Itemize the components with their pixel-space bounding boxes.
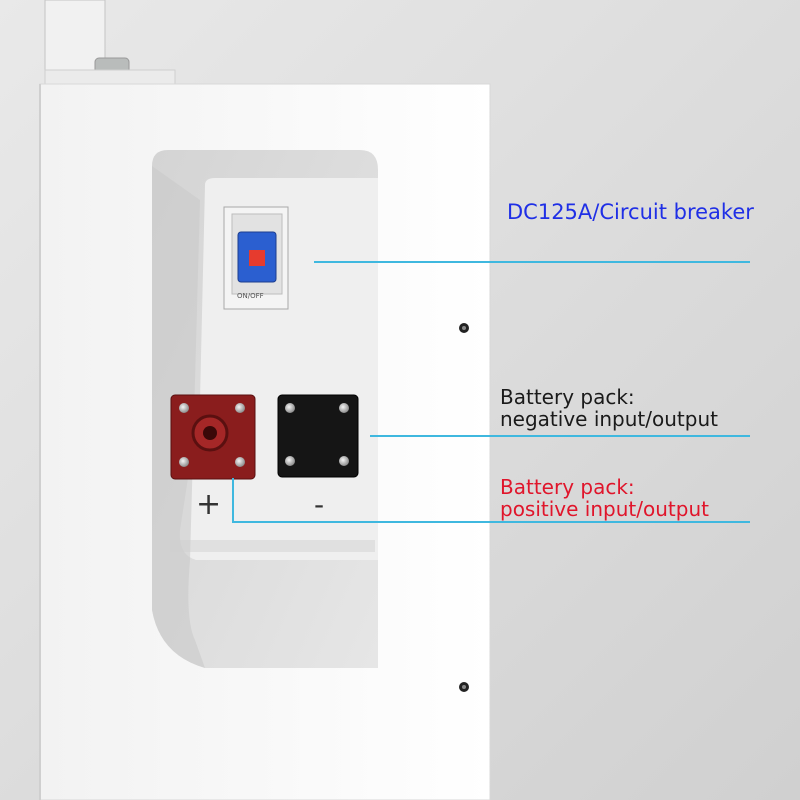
positive-bolt — [179, 403, 189, 413]
positive-label-line2: positive input/output — [500, 497, 709, 521]
positive-label: Battery pack: positive input/output — [500, 476, 709, 520]
positive-label-line1: Battery pack: — [500, 475, 635, 499]
switch-label: ON/OFF — [237, 292, 264, 300]
plus-sign: + — [196, 487, 222, 522]
breaker-indicator — [249, 250, 265, 266]
negative-bolt — [285, 403, 295, 413]
negative-label-line2: negative input/output — [500, 407, 718, 431]
negative-bolt — [339, 456, 349, 466]
positive-bolt — [235, 403, 245, 413]
positive-bolt — [179, 457, 189, 467]
top-bar — [44, 69, 176, 85]
positive-terminal-hole — [203, 426, 217, 440]
negative-label-line1: Battery pack: — [500, 385, 635, 409]
negative-terminal — [277, 394, 359, 478]
breaker-label: DC125A/Circuit breaker — [507, 200, 754, 224]
minus-sign: - — [314, 488, 325, 521]
negative-label: Battery pack: negative input/output — [500, 386, 718, 430]
panel-print-strip — [170, 540, 375, 552]
negative-bolt — [285, 456, 295, 466]
negative-bolt — [339, 403, 349, 413]
positive-callout-line — [232, 478, 750, 523]
positive-bolt — [235, 457, 245, 467]
side-screw-bottom-ring — [462, 685, 466, 689]
side-screw-top-ring — [462, 326, 466, 330]
